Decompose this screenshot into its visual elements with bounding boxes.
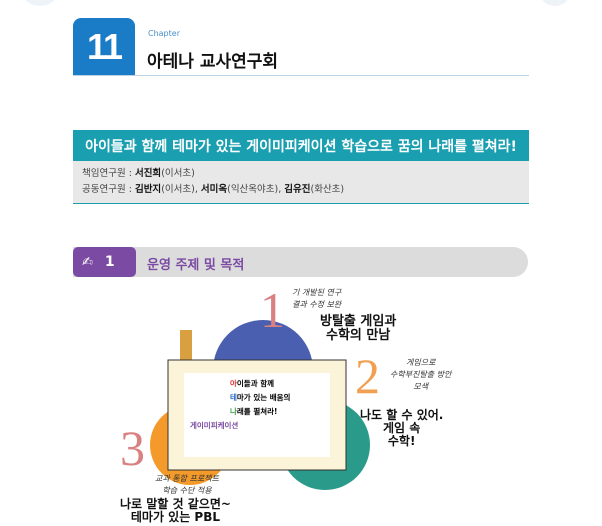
number-3-glyph: 3 [120,420,145,476]
name: 김반지 [134,184,162,195]
item2-title: 나도 할 수 있어. 게임 속 수학! [360,408,444,449]
initial: 나 [230,407,237,416]
name: 서진희 [134,168,162,179]
decorative-circle [540,0,570,6]
item1-note: 기 개발된 연구 결과 수정 보완 [292,288,342,309]
name: 서미옥 [200,184,228,195]
section-number: 1 [104,254,115,270]
school: (이서초), [161,184,201,195]
label: 책임연구원 : [82,168,135,179]
checker-board [167,359,347,471]
line: 래를 펼쳐라! [236,407,278,416]
divider [73,75,529,76]
lead-researcher: 책임연구원 : 서진희(이서초) [82,166,520,182]
school: (이서초) [161,168,195,179]
members-box: 책임연구원 : 서진희(이서초) 공동연구원 : 김반지(이서초), 서미옥(익… [73,161,529,204]
item1-title: 방탈출 게임과 수학의 만남 [320,314,397,344]
chapter-number: 11 [73,18,135,76]
board-text: 아이들과 함께 테마가 있는 배움의 나래를 펼쳐라! 게이미피케이션 [190,377,326,433]
section-title: 운영 주제 및 목적 [147,258,245,273]
section-number-box: ✍ 1 [73,247,136,277]
section-header: ✍ 1 운영 주제 및 목적 [73,247,528,277]
board-footer: 게이미피케이션 [190,421,239,430]
item3-note: 교과 통합 프로젝트 학습 수단 적용 [155,474,219,495]
illustration-graphic [150,320,370,490]
theme-banner: 아이들과 함께 테마가 있는 게이미피케이션 학습으로 꿈의 나래를 펼쳐라! [73,130,529,161]
decorative-circle [20,0,60,6]
jenga-tower [180,330,192,360]
line: 마가 있는 배움의 [236,393,291,402]
school: (화산초) [310,184,345,195]
label: 공동연구원 : [82,184,135,195]
number-1-glyph: 1 [260,282,285,338]
initial: 테 [230,393,237,402]
item2-note: 게임으로 수학부진탈출 방안 모색 [390,358,452,391]
number-2-glyph: 2 [355,348,380,404]
theme-illustration: 아이들과 함께 테마가 있는 배움의 나래를 펼쳐라! 게이미피케이션 1 기 … [120,282,490,526]
chapter-title: 아테나 교사연구회 [147,52,279,72]
chapter-label: Chapter [148,29,180,38]
item3-title: 나로 말할 것 같으면~ 테마가 있는 PBL [120,497,231,525]
name: 김유진 [284,184,311,195]
co-researchers: 공동연구원 : 김반지(이서초), 서미옥(익산옥야초), 김유진(화산초) [82,182,520,198]
research-icon: ✍ [82,254,93,270]
initial: 아 [230,379,237,388]
line: 이들과 함께 [236,379,275,388]
school: (익산옥야초), [227,184,285,195]
